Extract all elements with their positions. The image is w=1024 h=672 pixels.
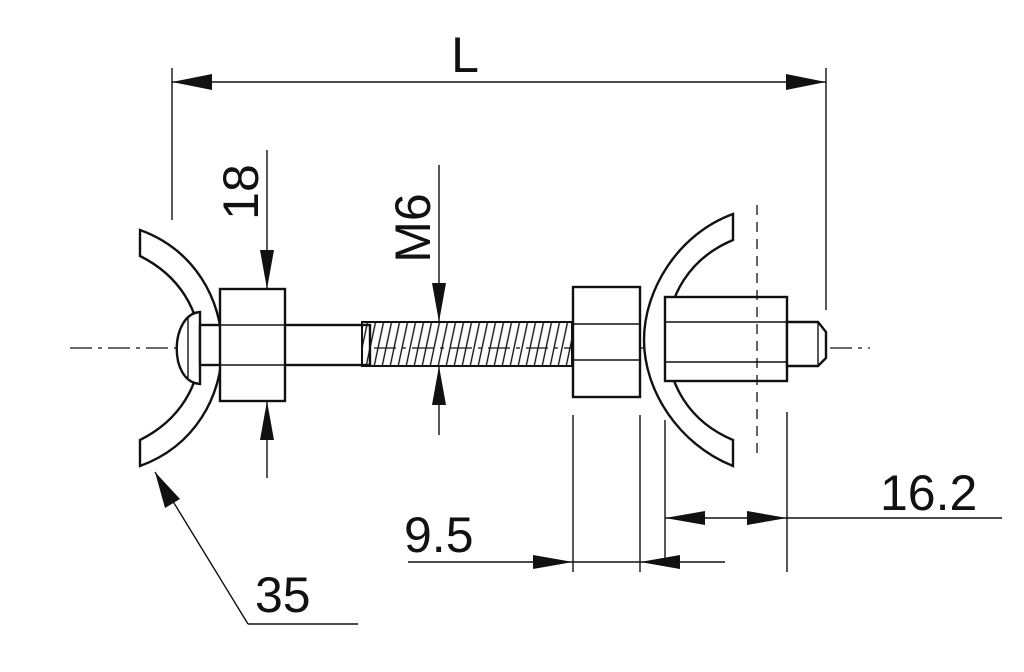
dim-radius-label: 35 — [255, 567, 311, 623]
sleeve-tip — [785, 320, 828, 368]
dim-nut-width-label: 9.5 — [404, 507, 474, 563]
dim-thread-label: M6 — [385, 193, 441, 262]
sleeve-body — [663, 295, 789, 383]
dim-nut-height-label: 18 — [213, 164, 269, 220]
dim-stub-length-label: 16.2 — [880, 465, 977, 521]
dim-length-label: L — [451, 27, 479, 83]
thread-section — [361, 321, 573, 367]
left-barrel-nut — [218, 287, 287, 403]
left-curved-washer — [138, 228, 224, 468]
right-nut — [571, 285, 642, 399]
